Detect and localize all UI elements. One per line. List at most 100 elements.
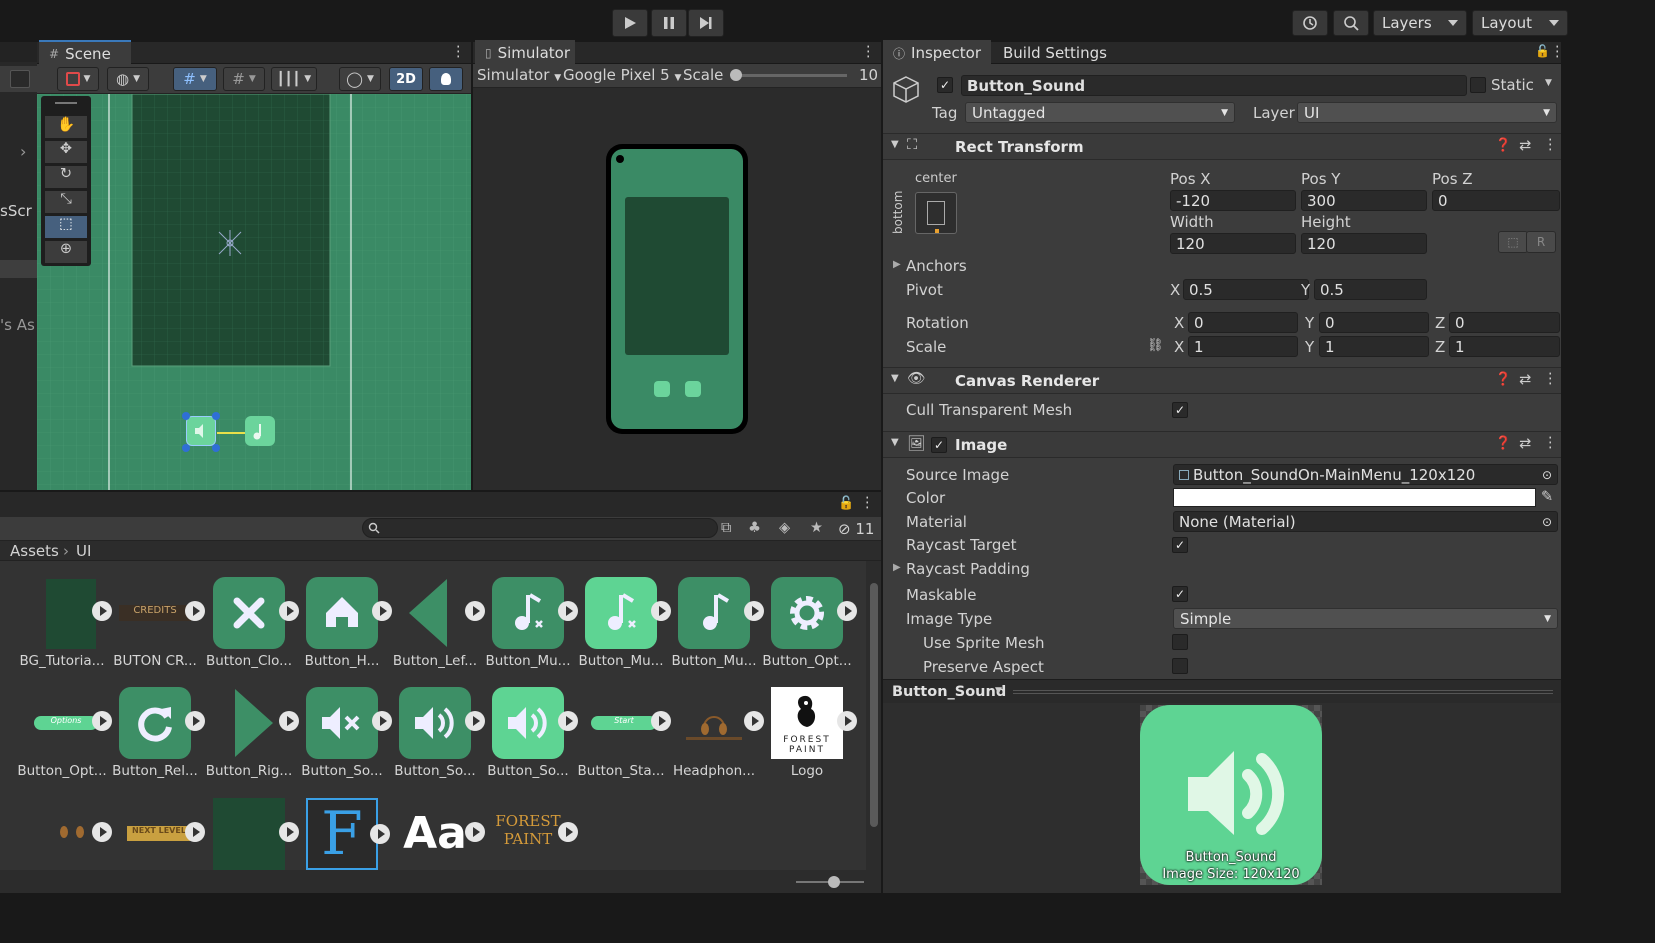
help-icon[interactable]: ❓	[1495, 372, 1512, 387]
asset-button-music-off-light[interactable]: Button_Mu...	[576, 577, 671, 669]
search-by-type-icon[interactable]: ⧉	[721, 520, 732, 536]
layers-dropdown[interactable]: Layers	[1373, 10, 1467, 36]
expand-arrow-icon[interactable]	[837, 601, 857, 621]
raycast-padding-label[interactable]: Raycast Padding	[906, 560, 1030, 578]
asset-scrollbar[interactable]	[866, 561, 881, 870]
breadcrumb-ui[interactable]: UI	[76, 542, 92, 560]
image-component-header[interactable]: ▼ 🖼 ✓ Image ❓ ⇄ ⋮	[883, 431, 1561, 458]
blueprint-mode-button[interactable]: ⬚	[1498, 231, 1528, 253]
pos-x-field[interactable]: -120	[1170, 190, 1296, 211]
expand-arrow-icon[interactable]	[558, 711, 578, 731]
expand-arrow-icon[interactable]: ▶	[893, 259, 901, 270]
expand-arrow-icon[interactable]	[558, 822, 578, 842]
image-enabled-checkbox[interactable]: ✓	[931, 437, 947, 453]
more-options-icon[interactable]: ⋮	[861, 44, 876, 60]
scale-y-field[interactable]: 1	[1319, 336, 1429, 357]
tag-dropdown[interactable]: Untagged▼	[965, 102, 1235, 123]
2d-toggle[interactable]: 2D	[389, 67, 423, 91]
constrain-proportions-icon[interactable]: ⛓	[1147, 338, 1164, 353]
asset-button-sound-on-light[interactable]: Button_So...	[483, 687, 578, 779]
transform-tool-icon[interactable]: ⊕	[45, 241, 87, 263]
expand-arrow-icon[interactable]	[279, 601, 299, 621]
expand-arrow-icon[interactable]	[92, 601, 112, 621]
expand-arrow-icon[interactable]	[465, 601, 485, 621]
pos-z-field[interactable]: 0	[1432, 190, 1560, 211]
breadcrumb-assets[interactable]: Assets	[10, 542, 59, 560]
lighting-toggle[interactable]	[429, 67, 463, 91]
asset-headphones-2[interactable]	[17, 798, 112, 870]
asset-font-file[interactable]: F	[297, 798, 390, 870]
pos-y-field[interactable]: 300	[1301, 190, 1427, 211]
hierarchy-item-selected[interactable]	[0, 260, 37, 278]
expand-arrow-icon[interactable]	[370, 824, 390, 844]
panel-divider[interactable]	[881, 42, 883, 893]
more-options-icon[interactable]: ⋮	[1543, 137, 1558, 153]
step-button[interactable]	[688, 9, 724, 37]
lock-icon[interactable]: 🔓	[838, 496, 855, 511]
search-button[interactable]	[1333, 10, 1369, 36]
collapse-arrow-icon[interactable]: ▼	[891, 437, 899, 448]
presets-icon[interactable]: ⇄	[1519, 372, 1532, 388]
grid-snap-dropdown[interactable]: #▼	[173, 67, 217, 91]
chevron-down-icon[interactable]: ▼	[995, 686, 1002, 696]
expand-arrow-icon[interactable]	[372, 711, 392, 731]
selected-sound-button[interactable]	[186, 416, 216, 446]
rotation-z-field[interactable]: 0	[1449, 312, 1560, 333]
eyedropper-icon[interactable]: ✎	[1541, 489, 1554, 505]
expand-arrow-icon[interactable]	[92, 822, 112, 842]
device-dropdown[interactable]: Google Pixel 5 ▼	[563, 66, 682, 84]
asset-font-aa[interactable]: Aa	[390, 798, 485, 870]
active-checkbox[interactable]: ✓	[937, 77, 953, 93]
device-screen[interactable]	[611, 149, 743, 429]
more-options-icon[interactable]: ⋮	[451, 44, 466, 60]
music-button-scene[interactable]	[245, 416, 275, 446]
object-picker-icon[interactable]: ⊙	[1541, 514, 1552, 529]
asset-buton-credits[interactable]: CREDITS BUTON CR...	[110, 577, 205, 669]
move-tool-icon[interactable]: ✥	[45, 141, 87, 163]
layout-dropdown[interactable]: Layout	[1472, 10, 1568, 36]
static-dropdown-icon[interactable]: ▼	[1545, 78, 1552, 88]
help-icon[interactable]: ❓	[1495, 436, 1512, 451]
anchor-preset-button[interactable]	[915, 192, 957, 234]
expand-arrow-icon[interactable]: ▶	[893, 562, 901, 573]
layer-dropdown[interactable]: UI▼	[1297, 102, 1557, 123]
help-icon[interactable]: ❓	[1495, 138, 1512, 153]
material-field[interactable]: None (Material)⊙	[1173, 511, 1558, 532]
expand-arrow-icon[interactable]	[185, 711, 205, 731]
play-button[interactable]	[612, 9, 648, 37]
asset-button-sound-off[interactable]: Button_So...	[297, 687, 392, 779]
expand-arrow-icon[interactable]	[837, 711, 857, 731]
asset-panel-dark[interactable]	[204, 798, 299, 870]
raycast-target-checkbox[interactable]: ✓	[1172, 537, 1188, 553]
object-name-field[interactable]: Button_Sound	[961, 75, 1467, 96]
presets-icon[interactable]: ⇄	[1519, 138, 1532, 154]
expand-arrow-icon[interactable]	[185, 601, 205, 621]
rotate-tool-icon[interactable]: ↻	[45, 166, 87, 188]
rect-transform-header[interactable]: ▼ ⛶ Rect Transform ❓ ⇄ ⋮	[883, 133, 1561, 160]
asset-button-sound-on[interactable]: Button_So...	[390, 687, 485, 779]
collapse-arrow-icon[interactable]: ▼	[891, 373, 899, 384]
snap-dropdown[interactable]: #▼	[223, 67, 265, 91]
scrollbar-thumb[interactable]	[870, 583, 878, 827]
preview-resize-handle[interactable]	[1013, 690, 1553, 694]
cull-mesh-checkbox[interactable]: ✓	[1172, 402, 1188, 418]
expand-arrow-icon[interactable]	[651, 711, 671, 731]
scale-slider[interactable]	[735, 74, 847, 77]
more-options-icon[interactable]: ⋮	[1543, 371, 1558, 387]
tab-build-settings[interactable]: Build Settings	[1003, 44, 1107, 62]
source-image-field[interactable]: Button_SoundOn-MainMenu_120x120 ⊙	[1173, 464, 1558, 485]
expand-arrow-icon[interactable]	[185, 822, 205, 842]
presets-icon[interactable]: ⇄	[1519, 436, 1532, 452]
tab-scene[interactable]: # Scene	[39, 40, 131, 66]
object-picker-icon[interactable]: ⊙	[1541, 467, 1552, 482]
asset-button-reload[interactable]: Button_Rel...	[110, 687, 205, 779]
favorite-icon[interactable]: ★	[810, 520, 823, 536]
asset-button-options-text[interactable]: Options Button_Opt...	[17, 687, 112, 779]
maskable-checkbox[interactable]: ✓	[1172, 586, 1188, 602]
history-button[interactable]	[1292, 10, 1328, 36]
ruler-dropdown[interactable]: ┃┃┃▼	[271, 67, 317, 91]
asset-logo[interactable]: FOREST PAINT Logo	[762, 687, 857, 779]
expand-arrow-icon[interactable]	[744, 711, 764, 731]
height-field[interactable]: 120	[1301, 233, 1427, 254]
